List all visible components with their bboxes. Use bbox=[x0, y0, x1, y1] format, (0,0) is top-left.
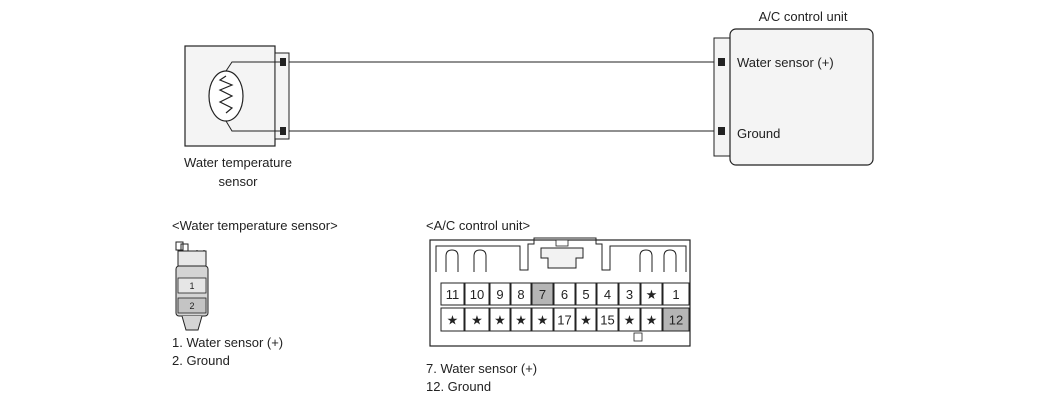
acu-pin-cell bbox=[662, 282, 690, 306]
sensor-legend-1: 1. Water sensor (+) bbox=[172, 335, 283, 350]
acu-pin-cell bbox=[489, 307, 511, 332]
acu-pin-cell bbox=[531, 282, 554, 306]
acu-pin-label: 3 bbox=[626, 287, 633, 302]
acu-pin-cell bbox=[618, 282, 641, 306]
acu-pin-cell bbox=[640, 282, 663, 306]
acu-pin-label: 7 bbox=[539, 287, 546, 302]
acu-pin-label: ★ bbox=[646, 313, 658, 328]
acu-pin-cell bbox=[489, 282, 511, 306]
sensor-pin-1: 1 bbox=[189, 281, 194, 291]
acu-pin-label: ★ bbox=[447, 313, 459, 328]
acu-legend-7: 7. Water sensor (+) bbox=[426, 361, 537, 376]
acu-pin-cell bbox=[440, 307, 465, 332]
acu-pin-label: ★ bbox=[515, 313, 527, 328]
acu-pin-label: ★ bbox=[624, 313, 636, 328]
acu-pin-cell bbox=[553, 282, 576, 306]
acu-pin-label: 4 bbox=[604, 287, 611, 302]
thermistor-icon bbox=[208, 61, 282, 132]
acu-pin-cell bbox=[618, 307, 641, 332]
sensor-connector: 1 2 bbox=[175, 241, 209, 331]
sensor-terminal-top bbox=[280, 58, 286, 66]
acu-pin-water-sensor: Water sensor (+) bbox=[737, 55, 834, 70]
acu-pin-cell bbox=[640, 307, 663, 332]
acu-pin-label: 5 bbox=[582, 287, 589, 302]
acu-pin-cell bbox=[596, 307, 619, 332]
acu-pin-cell bbox=[596, 282, 619, 306]
acu-terminal-top bbox=[718, 58, 725, 66]
acu-pin-label: ★ bbox=[494, 313, 506, 328]
acu-pin-cell bbox=[575, 307, 597, 332]
acu-legend-12: 12. Ground bbox=[426, 379, 491, 394]
acu-pin-label: 15 bbox=[600, 313, 614, 328]
acu-body bbox=[713, 28, 874, 166]
acu-title: A/C control unit bbox=[759, 9, 848, 24]
acu-pin-cell bbox=[553, 307, 576, 332]
acu-pin-label: ★ bbox=[646, 287, 658, 302]
acu-pin-ground: Ground bbox=[737, 126, 780, 141]
acu-pin-label: 8 bbox=[517, 287, 524, 302]
acu-pin-label: 6 bbox=[561, 287, 568, 302]
acu-pin-label: ★ bbox=[580, 313, 592, 328]
sensor-pin-2: 2 bbox=[189, 301, 194, 311]
acu-pin-cell bbox=[440, 282, 465, 306]
acu-pin-label: 10 bbox=[470, 287, 484, 302]
acu-pin-cell bbox=[531, 307, 554, 332]
acu-pin-cell bbox=[510, 282, 532, 306]
sensor-connector-title: <Water temperature sensor> bbox=[172, 218, 338, 233]
sensor-legend-2: 2. Ground bbox=[172, 353, 230, 368]
acu-pin-label: 17 bbox=[557, 313, 571, 328]
acu-pin-cell bbox=[575, 282, 597, 306]
sensor-label-line2: sensor bbox=[218, 174, 258, 189]
acu-pin-label: 12 bbox=[669, 313, 683, 328]
acu-pin-label: ★ bbox=[471, 313, 483, 328]
acu-pin-label: 9 bbox=[496, 287, 503, 302]
acu-pin-cell bbox=[464, 282, 490, 306]
acu-pin-label: ★ bbox=[537, 313, 549, 328]
sensor-body bbox=[184, 45, 290, 147]
sensor-terminal-bottom bbox=[280, 127, 286, 135]
acu-terminal-bottom bbox=[718, 127, 725, 135]
sensor-label-line1: Water temperature bbox=[184, 155, 292, 170]
acu-connector-title: <A/C control unit> bbox=[426, 218, 530, 233]
acu-pin-label: 11 bbox=[446, 287, 460, 302]
acu-pin-cell bbox=[464, 307, 490, 332]
acu-pin-cell bbox=[510, 307, 532, 332]
acu-pin-cell bbox=[662, 307, 690, 332]
acu-pin-label: 1 bbox=[672, 287, 679, 302]
